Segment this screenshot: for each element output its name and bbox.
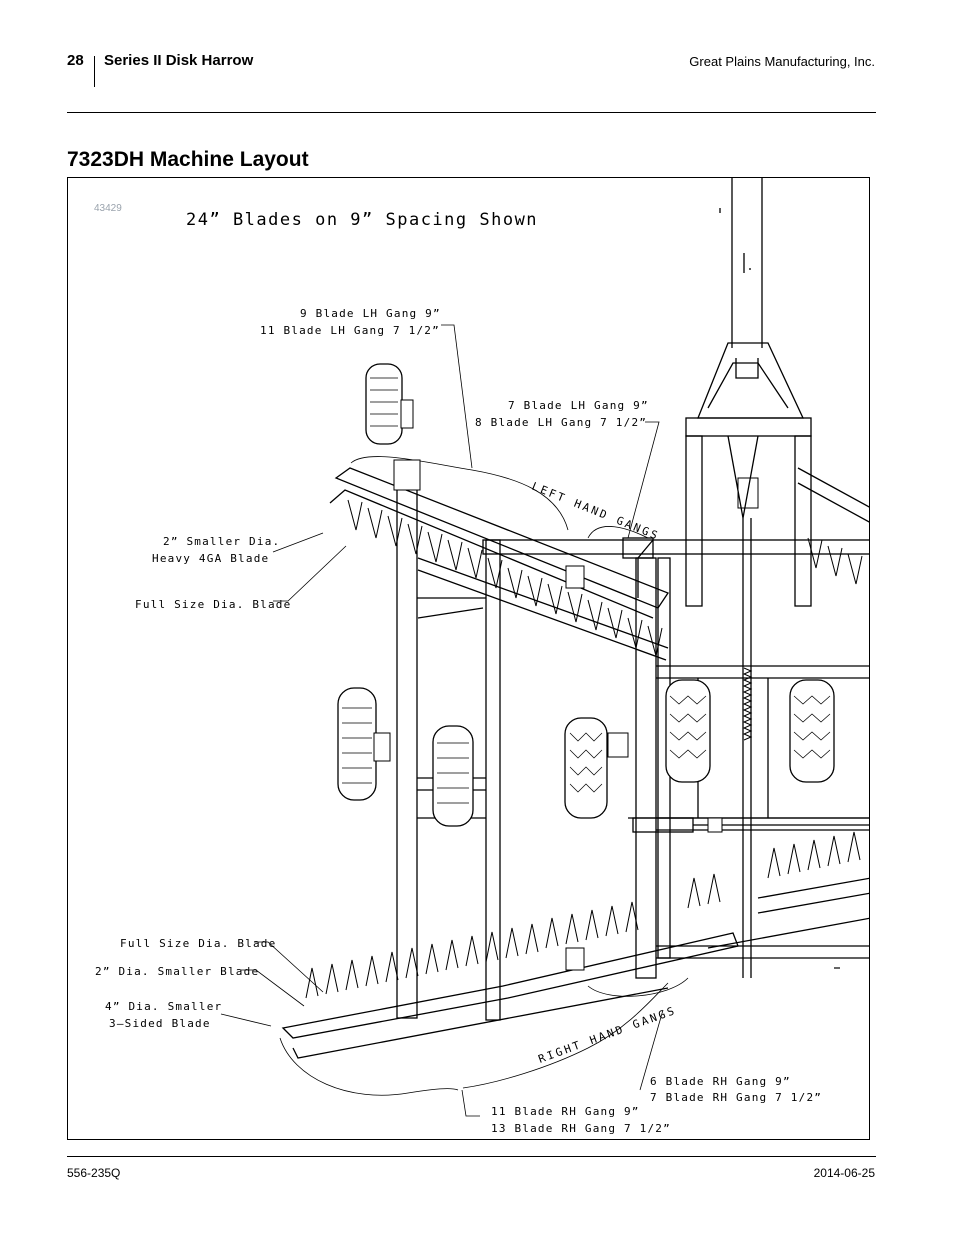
callout-rh-outer-2: 13 Blade RH Gang 7 1/2” bbox=[491, 1122, 671, 1135]
company-name: Great Plains Manufacturing, Inc. bbox=[689, 54, 875, 69]
section-title: 7323DH Machine Layout bbox=[67, 148, 309, 171]
callout-four-inch-1: 4” Dia. Smaller bbox=[105, 1000, 222, 1013]
lower-gang-blades bbox=[305, 831, 861, 999]
manual-title: Series II Disk Harrow bbox=[104, 52, 254, 69]
figure-caption: 24” Blades on 9” Spacing Shown bbox=[186, 210, 538, 230]
callout-smaller-blade-2: Heavy 4GA Blade bbox=[152, 552, 269, 565]
header-divider bbox=[94, 56, 95, 87]
tire-treads bbox=[342, 377, 831, 804]
machine-layout-figure: 43429 24” Blades on 9” Spacing Shown 9 B… bbox=[67, 177, 870, 1140]
callout-smaller-blade-1: 2” Smaller Dia. bbox=[163, 535, 280, 548]
callout-four-inch-2: 3–Sided Blade bbox=[109, 1017, 211, 1030]
page-number: 28 bbox=[67, 52, 84, 69]
machine-layout-drawing: 43429 24” Blades on 9” Spacing Shown 9 B… bbox=[94, 178, 869, 1135]
callout-full-size-lower: Full Size Dia. Blade bbox=[120, 937, 276, 950]
mounting-hardware bbox=[373, 399, 723, 971]
hydraulic-cylinder bbox=[737, 477, 759, 741]
figure-id: 43429 bbox=[94, 203, 122, 214]
callout-lh-inner-1: 7 Blade LH Gang 9” bbox=[508, 399, 649, 412]
callout-full-size-upper: Full Size Dia. Blade bbox=[135, 598, 291, 611]
gang-braces bbox=[279, 456, 689, 1096]
header-rule bbox=[67, 112, 876, 113]
callout-lh-outer-1: 9 Blade LH Gang 9” bbox=[300, 307, 441, 320]
callout-lh-outer-2: 11 Blade LH Gang 7 1/2” bbox=[260, 324, 440, 337]
right-hand-gangs-label: RIGHT HAND GANGS bbox=[537, 1004, 679, 1066]
document-date: 2014-06-25 bbox=[813, 1166, 875, 1180]
upper-left-gang-blades bbox=[347, 499, 863, 657]
center-wheel-left bbox=[564, 717, 608, 819]
leader-lines bbox=[220, 324, 664, 1117]
left-hand-gangs-label: LEFT HAND GANGS bbox=[530, 480, 662, 543]
wing-gauge-wheel bbox=[365, 363, 403, 445]
center-wheel-mid bbox=[665, 679, 711, 783]
callout-lh-inner-2: 8 Blade LH Gang 7 1/2” bbox=[475, 416, 647, 429]
center-wheel-right bbox=[789, 679, 835, 783]
footer-rule bbox=[67, 1156, 876, 1157]
callout-rh-inner-2: 7 Blade RH Gang 7 1/2” bbox=[650, 1091, 822, 1104]
callout-two-inch-smaller: 2” Dia. Smaller Blade bbox=[95, 965, 259, 978]
document-number: 556-235Q bbox=[67, 1166, 121, 1180]
transport-wheels bbox=[337, 363, 835, 827]
callout-rh-outer-1: 11 Blade RH Gang 9” bbox=[491, 1105, 640, 1118]
callout-rh-inner-1: 6 Blade RH Gang 9” bbox=[650, 1075, 791, 1088]
left-wheel-inner bbox=[432, 725, 474, 827]
